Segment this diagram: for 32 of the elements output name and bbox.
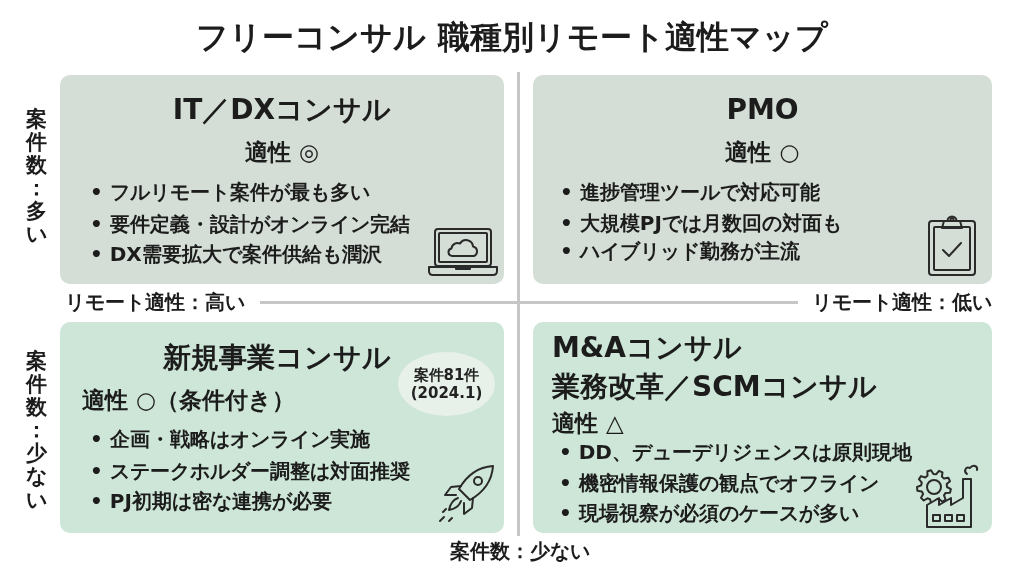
bullet-item: • 企画・戦略はオンライン実施: [90, 427, 370, 452]
bullet-item: • ステークホルダー調整は対面推奨: [90, 459, 410, 484]
heading: 新規事業コンサル: [163, 340, 391, 375]
bullet-item: • フルリモート案件が最も多い: [90, 180, 370, 205]
quadrant-panel: [533, 322, 992, 533]
quadrant-panel: [60, 322, 504, 533]
heading: M&Aコンサル: [552, 330, 742, 365]
bullet-item: • 機密情報保護の観点でオフライン: [559, 471, 879, 496]
axis-label: 案件数：少ない: [26, 350, 47, 512]
quadrant-panel: [533, 75, 992, 284]
axis-label: リモート適性：低い: [812, 290, 992, 315]
bullet-item: • DX需要拡大で案件供給も潤沢: [90, 242, 382, 267]
quadrant-panel: [60, 75, 504, 284]
bullet-item: • DD、デューデリジェンスは原則現地: [559, 440, 912, 465]
rating-text: 適性 ○: [725, 138, 800, 167]
bullet-item: • 現場視察が必須のケースが多い: [559, 501, 859, 526]
rating-text: 適性 △: [552, 409, 624, 438]
rating-text: 適性 ○（条件付き）: [82, 386, 296, 415]
bullet-item: • 進捗管理ツールで対応可能: [560, 180, 820, 205]
rating-text: 適性 ◎: [244, 138, 320, 167]
bullet-item: • PJ初期は密な連携が必要: [90, 489, 332, 514]
title: フリーコンサル 職種別リモート適性マップ: [196, 17, 828, 57]
heading: PMO: [726, 92, 799, 127]
heading: IT／DXコンサル: [172, 92, 392, 127]
bullet-item: • 大規模PJでは月数回の対面も: [560, 211, 842, 236]
bullet-item: • ハイブリッド勤務が主流: [560, 239, 800, 264]
heading: 業務改革／SCMコンサル: [552, 369, 877, 404]
count-badge: 案件81件 (2024.1): [398, 352, 495, 416]
axis-label: 案件数：少ない: [450, 539, 590, 564]
axis-label: リモート適性：高い: [65, 290, 245, 315]
bullet-item: • 要件定義・設計がオンライン完結: [90, 212, 410, 237]
axis-label: 案件数：多い: [26, 108, 47, 247]
